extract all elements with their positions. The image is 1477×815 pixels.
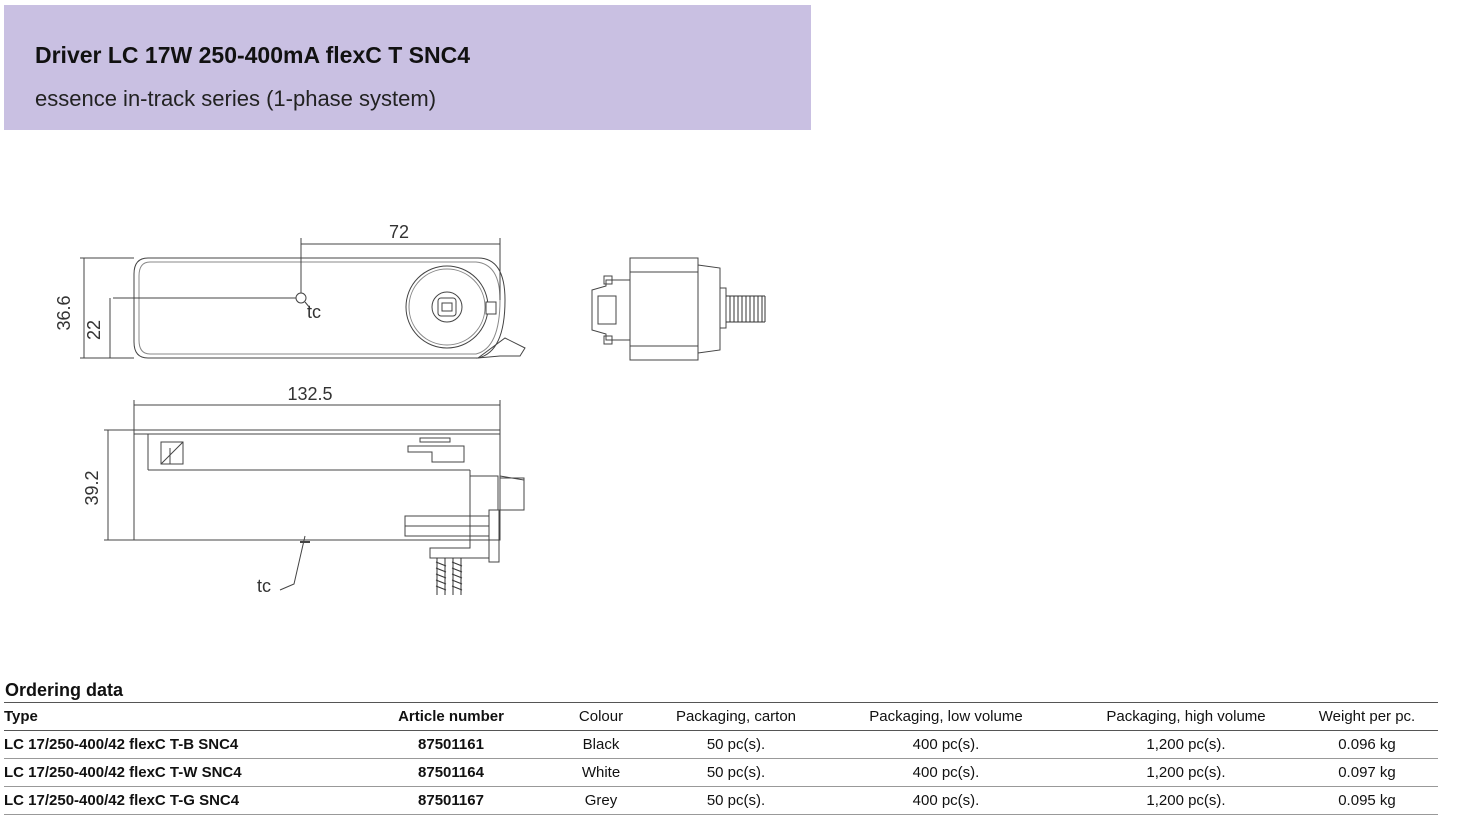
table-row: LC 17/250-400/42 flexC T-B SNC4 87501161… (4, 730, 1438, 759)
header-weight: Weight per pc. (1296, 702, 1438, 731)
tc-label-top: tc (307, 302, 321, 322)
end-view (591, 257, 766, 361)
side-view (104, 400, 525, 595)
dim-height-outer-label: 36.6 (54, 295, 74, 330)
header-packaging-low-volume: Packaging, low volume (816, 702, 1076, 731)
cell-packaging-carton: 50 pc(s). (656, 786, 816, 815)
header-article-number: Article number (356, 702, 546, 731)
header-packaging-high-volume: Packaging, high volume (1076, 702, 1296, 731)
cell-packaging-carton: 50 pc(s). (656, 758, 816, 787)
table-row: LC 17/250-400/42 flexC T-W SNC4 87501164… (4, 758, 1438, 787)
top-view (80, 238, 526, 359)
ordering-data-title: Ordering data (5, 680, 124, 700)
table-row: LC 17/250-400/42 flexC T-G SNC4 87501167… (4, 786, 1438, 815)
cell-weight: 0.097 kg (1296, 758, 1438, 787)
cell-weight: 0.095 kg (1296, 786, 1438, 815)
cell-type: LC 17/250-400/42 flexC T-W SNC4 (4, 758, 356, 787)
header-type: Type (4, 702, 356, 731)
cell-colour: White (546, 758, 656, 787)
dim-length-label: 132.5 (287, 384, 332, 404)
ordering-data-table: Type Article number Colour Packaging, ca… (4, 702, 1438, 815)
product-subtitle: essence in-track series (1-phase system) (35, 86, 437, 111)
cell-article-number: 87501167 (356, 786, 546, 815)
cell-weight: 0.096 kg (1296, 730, 1438, 759)
cell-packaging-high-volume: 1,200 pc(s). (1076, 758, 1296, 787)
table-header-row: Type Article number Colour Packaging, ca… (4, 702, 1438, 731)
cell-type: LC 17/250-400/42 flexC T-G SNC4 (4, 786, 356, 815)
cell-packaging-high-volume: 1,200 pc(s). (1076, 786, 1296, 815)
product-header: Driver LC 17W 250-400mA flexC T SNC4 ess… (4, 5, 811, 130)
cell-type: LC 17/250-400/42 flexC T-B SNC4 (4, 730, 356, 759)
cell-packaging-low-volume: 400 pc(s). (816, 786, 1076, 815)
header-colour: Colour (546, 702, 656, 731)
product-title: Driver LC 17W 250-400mA flexC T SNC4 (35, 42, 471, 68)
header-packaging-carton: Packaging, carton (656, 702, 816, 731)
dim-height-inner-label: 22 (84, 320, 104, 340)
dim-width-top-label: 72 (389, 222, 409, 242)
dim-height-side-label: 39.2 (82, 470, 102, 505)
cell-packaging-low-volume: 400 pc(s). (816, 730, 1076, 759)
cell-packaging-low-volume: 400 pc(s). (816, 758, 1076, 787)
tc-label-side: tc (257, 576, 271, 596)
cell-article-number: 87501161 (356, 730, 546, 759)
cell-packaging-carton: 50 pc(s). (656, 730, 816, 759)
cell-colour: Grey (546, 786, 656, 815)
cell-packaging-high-volume: 1,200 pc(s). (1076, 730, 1296, 759)
cell-article-number: 87501164 (356, 758, 546, 787)
technical-drawing: 72 36.6 22 tc 132.5 39.2 tc (54, 222, 766, 596)
cell-colour: Black (546, 730, 656, 759)
